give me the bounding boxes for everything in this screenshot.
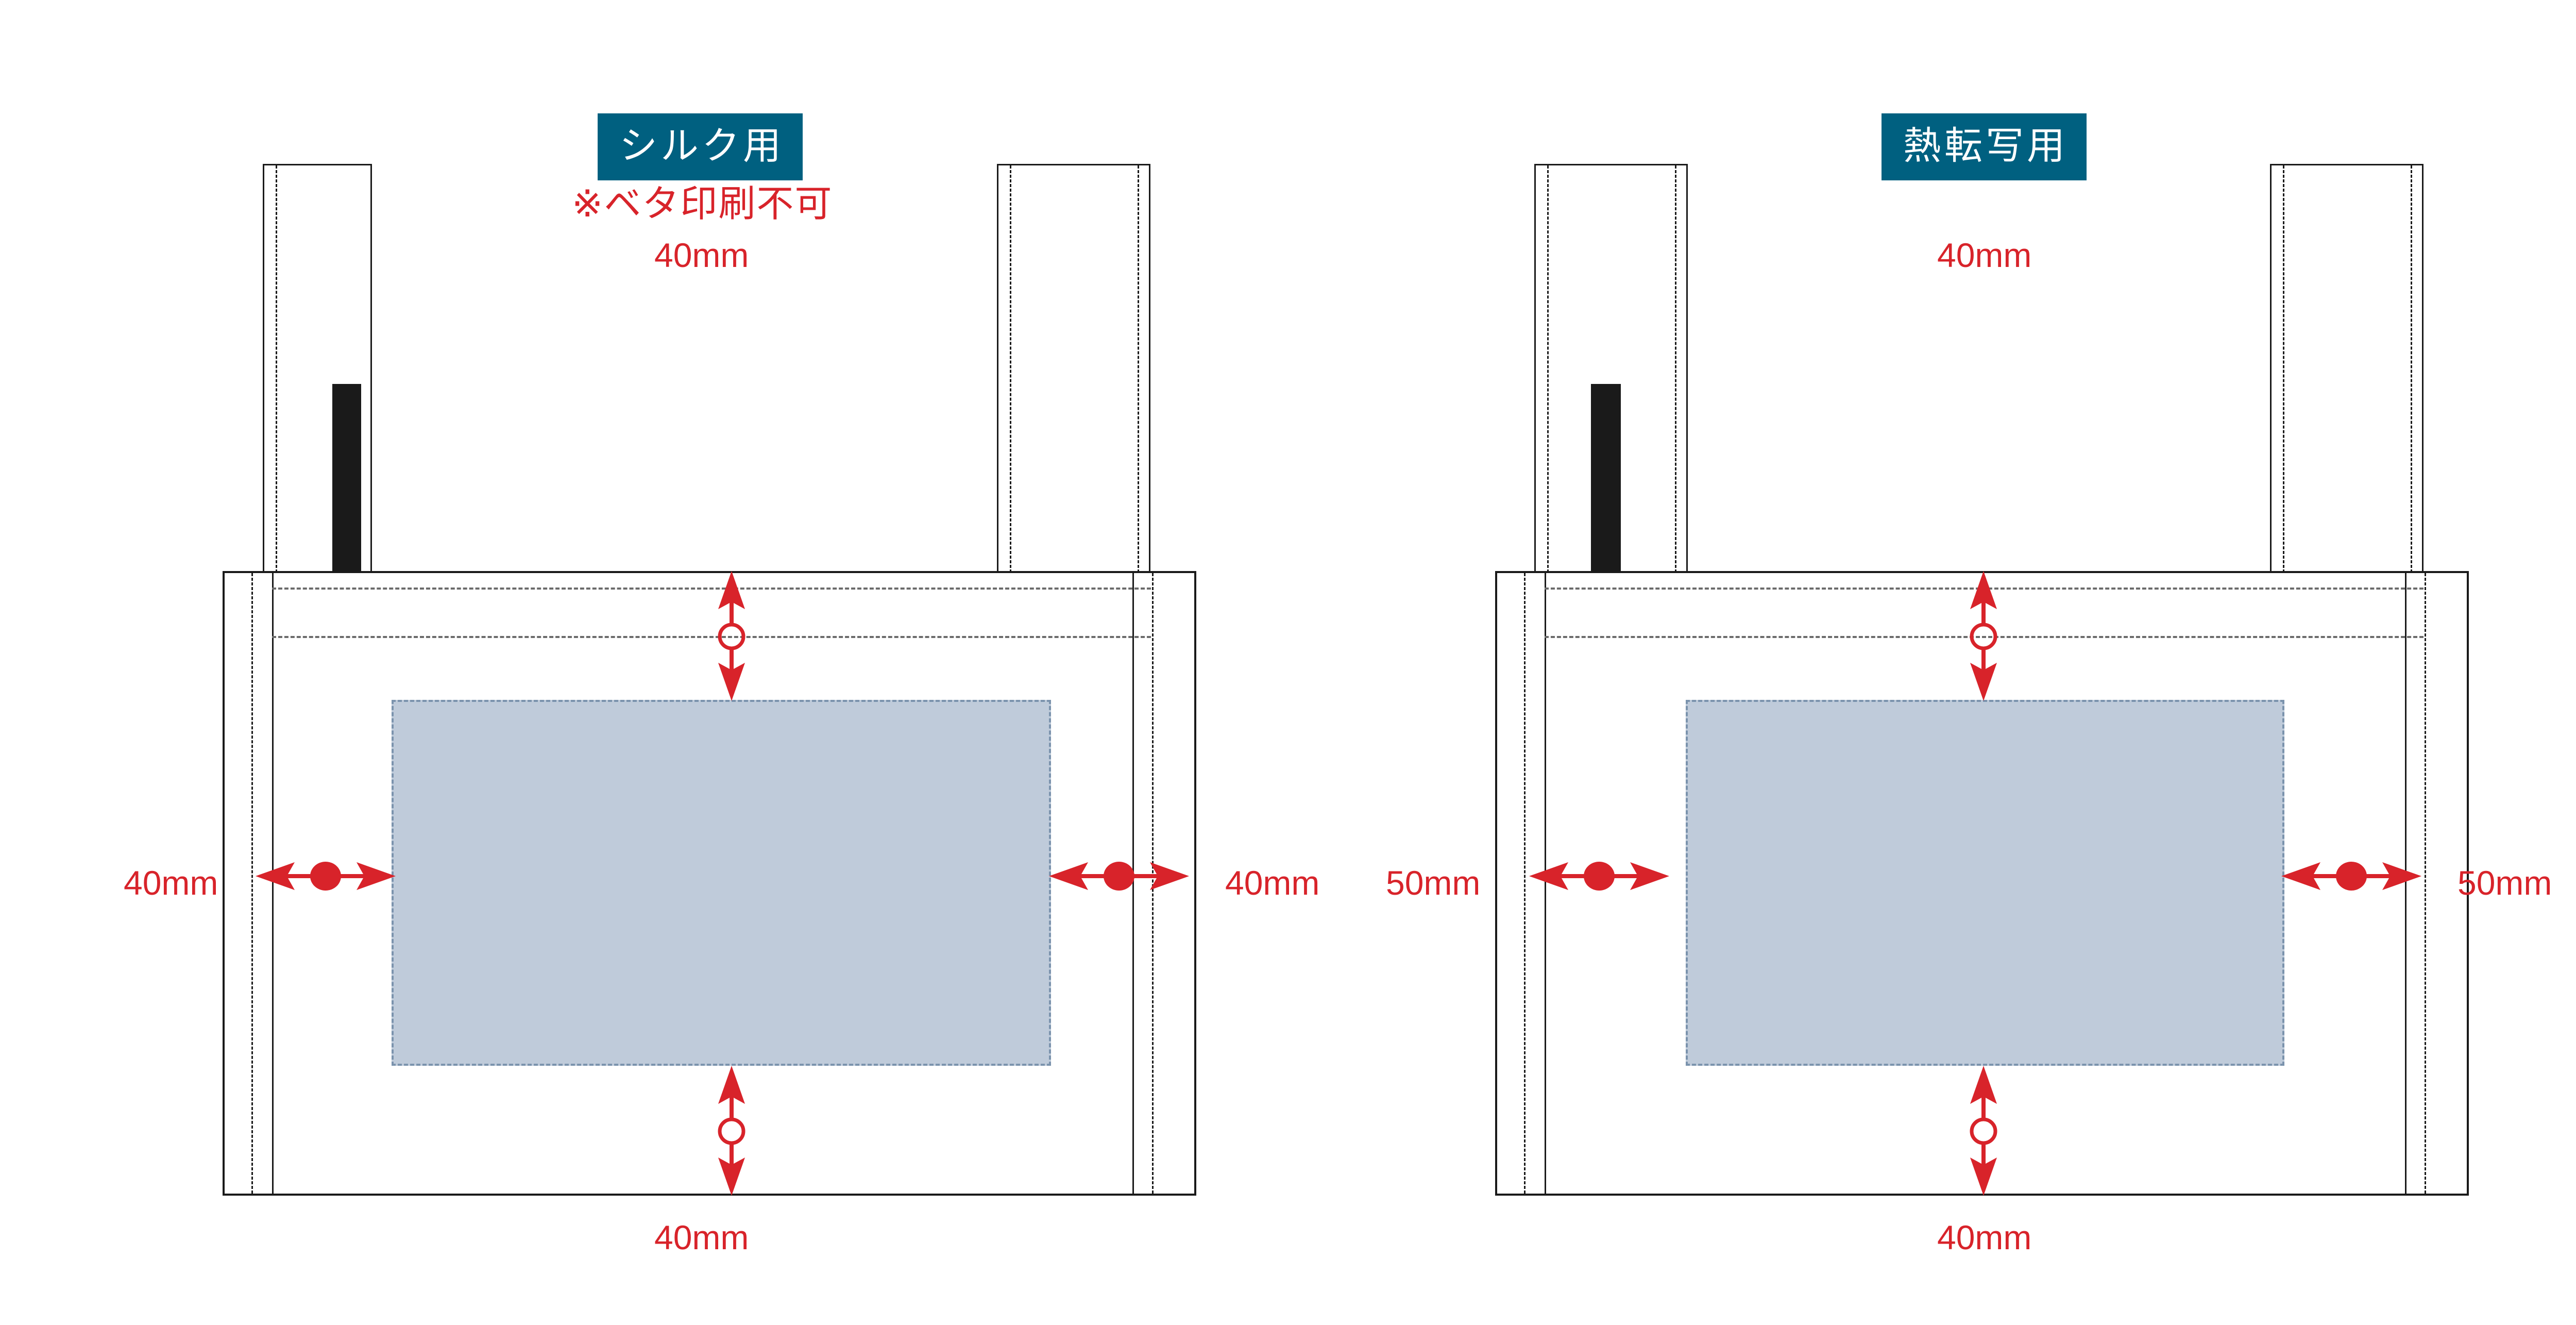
dimension-arrow-left [1529, 845, 1669, 907]
dimension-label-bottom: 40mm [1937, 1218, 2032, 1256]
dimension-arrow-top [701, 571, 762, 701]
handle-tab-black [1591, 384, 1621, 575]
handle-right [2270, 164, 2424, 574]
dimension-label-left: 50mm [1386, 864, 1481, 902]
gusset-edge-right [1132, 573, 1134, 1194]
top-seam-line-2 [272, 636, 1151, 638]
handle-stitch-line [1138, 165, 1139, 573]
print-area [392, 700, 1051, 1066]
dimension-arrow-right [1049, 845, 1189, 907]
dimension-arrow-bottom [1953, 1066, 2014, 1196]
dimension-label-bottom: 40mm [654, 1218, 749, 1256]
dimension-label-right: 50mm [2458, 864, 2552, 902]
gusset-stitch-right [2425, 573, 2426, 1194]
gusset-edge-left [1545, 573, 1546, 1194]
warning-text-silk: ※ベタ印刷不可 [572, 183, 833, 225]
badge-silk: シルク用 [598, 113, 803, 180]
dimension-arrow-bottom [701, 1066, 762, 1196]
top-seam-line-2 [1545, 636, 2424, 638]
dimension-arrow-left [256, 845, 396, 907]
handle-left [263, 164, 372, 574]
handle-stitch-line [2411, 165, 2412, 573]
gusset-edge-left [272, 573, 274, 1194]
handle-stitch-line [1010, 165, 1011, 573]
print-area [1686, 700, 2284, 1066]
dimension-label-left: 40mm [124, 864, 218, 902]
gusset-edge-right [2405, 573, 2406, 1194]
handle-stitch-line [276, 165, 277, 573]
handle-stitch-line [2283, 165, 2284, 573]
handle-stitch-line [1675, 165, 1676, 573]
dimension-label-top: 40mm [1937, 236, 2032, 274]
gusset-stitch-left [1524, 573, 1526, 1194]
badge-heat: 熱転写用 [1882, 113, 2087, 180]
dimension-label-top: 40mm [654, 236, 749, 274]
dimension-label-right: 40mm [1225, 864, 1320, 902]
gusset-stitch-left [251, 573, 253, 1194]
dimension-arrow-top [1953, 571, 2014, 701]
dimension-arrow-right [2281, 845, 2421, 907]
handle-tab-black [332, 384, 361, 575]
handle-stitch-line [1547, 165, 1549, 573]
top-seam-line-1 [272, 588, 1151, 590]
gusset-stitch-right [1152, 573, 1154, 1194]
panel-heat: 熱転写用 40mm [1329, 0, 2576, 1325]
panel-silk: シルク用 ※ベタ印刷不可 40mm [124, 113, 1320, 1256]
handle-right [997, 164, 1150, 574]
